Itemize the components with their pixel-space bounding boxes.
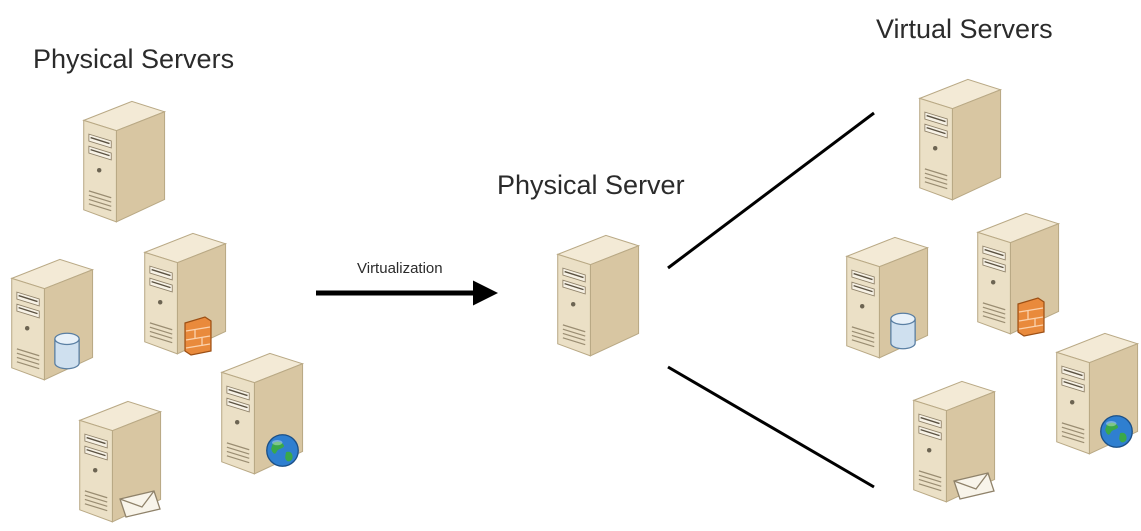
- firewall-icon: [1017, 297, 1045, 337]
- virtual-servers-heading: Virtual Servers: [876, 14, 1053, 44]
- globe-icon: [266, 434, 299, 467]
- physical-servers-heading: Physical Servers: [33, 44, 235, 74]
- database-icon: [54, 332, 80, 370]
- virtualization-label: Virtualization: [357, 260, 443, 277]
- server-tower-icon: [557, 234, 640, 357]
- server-tower-icon: [83, 100, 166, 223]
- connector-line-lower: [667, 365, 875, 489]
- connector-line-upper: [667, 111, 875, 270]
- server-tower-icon: [919, 78, 1002, 201]
- database-icon: [890, 312, 916, 350]
- physical-server-heading: Physical Server: [497, 170, 685, 200]
- server-tower-icon: [11, 258, 94, 381]
- physical-servers-group: [11, 100, 304, 523]
- firewall-icon: [184, 316, 212, 356]
- globe-icon: [1100, 415, 1133, 448]
- virtual-servers-group: [846, 78, 1139, 503]
